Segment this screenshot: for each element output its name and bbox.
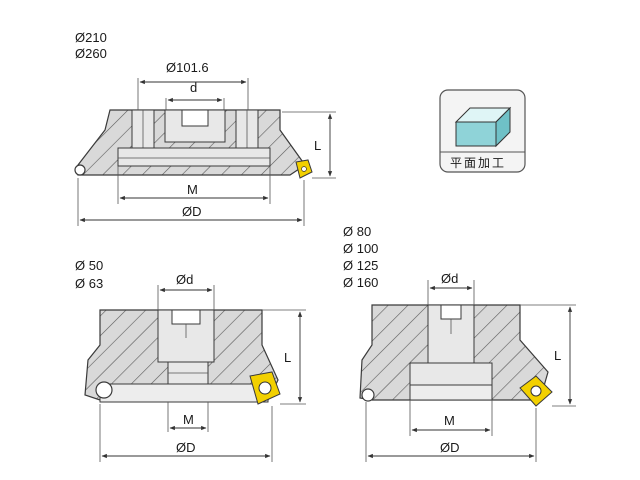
top-flange bbox=[117, 147, 271, 167]
br-inner-step bbox=[409, 362, 493, 386]
br-m-label: M bbox=[444, 413, 455, 428]
top-diameter-260: Ø260 bbox=[75, 46, 107, 61]
top-cutter: Ø210 Ø260 Ø101.6 d L bbox=[74, 30, 336, 226]
top-key-label: d bbox=[190, 80, 197, 95]
br-key-slot bbox=[440, 304, 462, 320]
bottom-left-cutter: Ø 50 Ø 63 Ød L M ØD bbox=[75, 258, 306, 462]
top-bore-label: Ø101.6 bbox=[166, 60, 209, 75]
bl-m-label: M bbox=[183, 412, 194, 427]
top-key-slot bbox=[181, 109, 209, 127]
bl-left-insert-screw bbox=[95, 381, 113, 399]
top-od-label: ØD bbox=[182, 204, 202, 219]
bl-od-label: ØD bbox=[176, 440, 196, 455]
br-bore-label: Ød bbox=[441, 271, 458, 286]
bl-bore-label: Ød bbox=[176, 272, 193, 287]
br-diameter-160: Ø 160 bbox=[343, 275, 378, 290]
top-m-label: M bbox=[187, 182, 198, 197]
bl-diameter-50: Ø 50 bbox=[75, 258, 103, 273]
br-diameter-125: Ø 125 bbox=[343, 258, 378, 273]
top-height-label: L bbox=[314, 138, 321, 153]
face-milling-icon-box: 平面加工 bbox=[439, 89, 526, 173]
br-height-label: L bbox=[554, 348, 561, 363]
br-od-label: ØD bbox=[440, 440, 460, 455]
bl-bottom-face bbox=[99, 383, 269, 403]
top-left-insert-screw bbox=[74, 164, 86, 176]
bl-diameter-63: Ø 63 bbox=[75, 276, 103, 291]
br-left-insert-screw bbox=[361, 388, 375, 402]
br-bottom-face bbox=[409, 384, 493, 401]
bl-height-label: L bbox=[284, 350, 291, 365]
icon-caption: 平面加工 bbox=[450, 156, 506, 170]
br-diameter-100: Ø 100 bbox=[343, 241, 378, 256]
top-diameter-210: Ø210 bbox=[75, 30, 107, 45]
bottom-right-cutter: Ø 80 Ø 100 Ø 125 Ø 160 Ød L M ØD bbox=[343, 224, 576, 462]
br-diameter-80: Ø 80 bbox=[343, 224, 371, 239]
bl-key-slot bbox=[171, 309, 201, 325]
face-milling-block-icon bbox=[454, 106, 512, 148]
